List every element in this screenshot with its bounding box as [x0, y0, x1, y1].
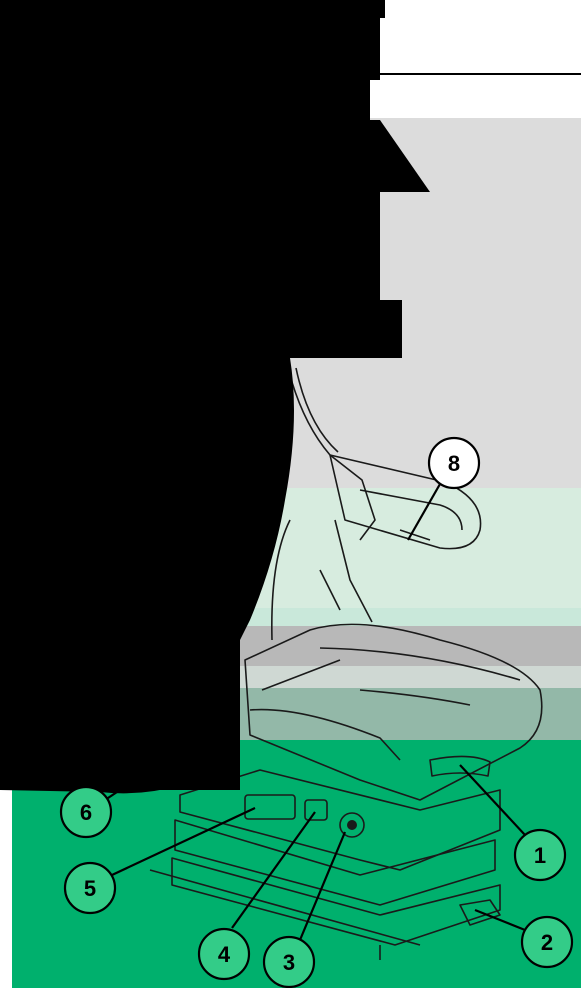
callout-1-label: 1 — [534, 843, 546, 868]
callout-5-label: 5 — [84, 876, 96, 901]
callout-4-label: 4 — [218, 942, 231, 967]
callout-3-label: 3 — [283, 950, 295, 975]
knob-3-inner — [347, 820, 357, 830]
callout-4: 4 — [199, 929, 249, 979]
callout-2-label: 2 — [541, 930, 553, 955]
callout-8-label: 8 — [448, 451, 460, 476]
callout-6: 6 — [61, 787, 111, 837]
callout-3: 3 — [264, 937, 314, 987]
callout-8: 8 — [429, 438, 479, 488]
callout-6-label: 6 — [80, 800, 92, 825]
callout-2: 2 — [522, 917, 572, 967]
callout-1: 1 — [515, 830, 565, 880]
callout-5: 5 — [65, 863, 115, 913]
